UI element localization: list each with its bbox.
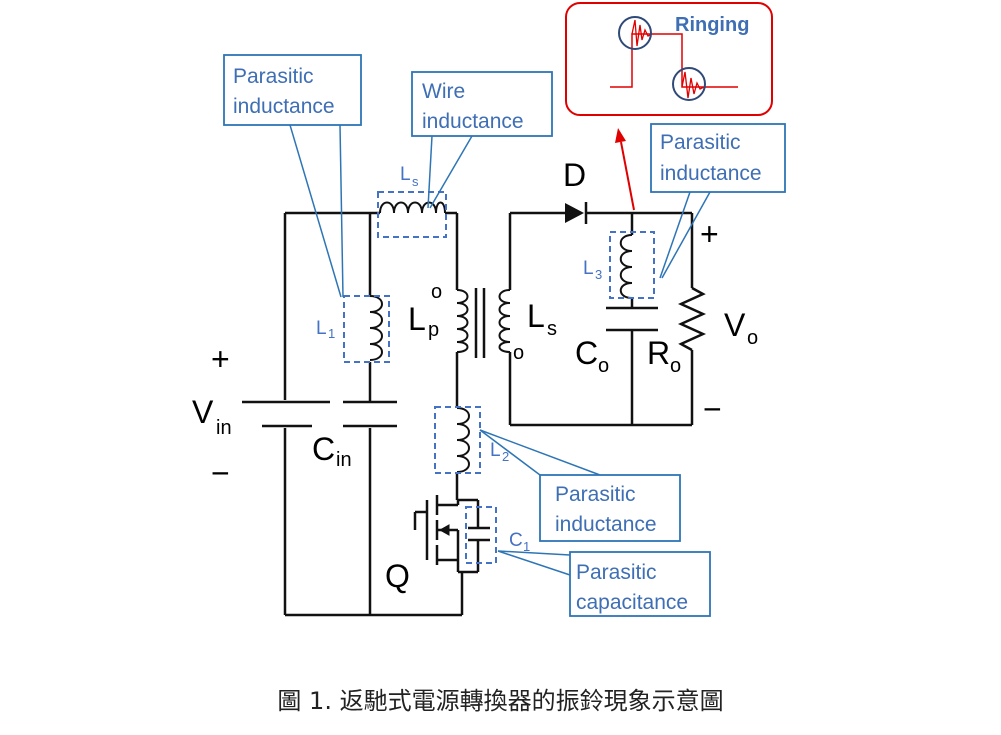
svg-text:C: C [509, 530, 523, 551]
svg-text:p: p [428, 319, 439, 341]
svg-text:in: in [216, 417, 232, 439]
svg-text:Q: Q [385, 558, 410, 594]
lp-primary-winding [456, 289, 469, 353]
label-cin: C in [312, 431, 352, 471]
label-l3: L 3 [583, 258, 602, 282]
ls-secondary-winding [498, 289, 511, 353]
svg-text:o: o [513, 342, 524, 364]
svg-text:C: C [312, 431, 335, 467]
svg-text:Wire: Wire [422, 80, 465, 103]
svg-text:capacitance: capacitance [576, 591, 688, 614]
svg-text:R: R [647, 335, 670, 371]
svg-text:inductance: inductance [422, 110, 524, 133]
svg-text:L: L [400, 164, 411, 185]
label-q: Q [385, 558, 410, 594]
label-lp: L p o [408, 281, 442, 341]
label-co: C o [575, 335, 609, 377]
callout-parasitic-l2: Parasitic inductance [539, 474, 681, 542]
diode-d [565, 202, 588, 224]
svg-text:V: V [724, 307, 746, 343]
label-ls-secondary: L s o [513, 298, 557, 364]
label-c1: C 1 [509, 530, 530, 554]
mosfet-q [413, 495, 478, 615]
l1-dashed-box [343, 295, 390, 363]
vin-source [242, 400, 330, 428]
ringing-label: Ringing [675, 14, 749, 36]
svg-text:L: L [583, 258, 594, 279]
svg-text:o: o [747, 327, 758, 349]
l2-dashed-box [434, 406, 481, 474]
c1-capacitor [468, 500, 490, 572]
secondary-wires [508, 211, 694, 427]
figure-caption: 圖 1. 返馳式電源轉換器的振鈴現象示意圖 [277, 687, 724, 715]
svg-text:Parasitic: Parasitic [576, 561, 657, 584]
vo-minus-sign: − [703, 391, 722, 427]
label-ro: R o [647, 335, 681, 377]
label-ls-wire: L s [400, 164, 419, 189]
l2-inductor [456, 407, 470, 473]
l3-dashed-box [609, 231, 655, 299]
ringing-arrow [615, 128, 635, 211]
l1-inductor [369, 295, 383, 361]
label-vin: V in [192, 394, 232, 439]
svg-text:L: L [316, 318, 327, 339]
svg-text:D: D [563, 157, 586, 193]
co-capacitor [606, 306, 658, 332]
ringing-waveform [610, 16, 738, 101]
primary-wires [283, 211, 462, 617]
callout-parasitic-c1: Parasitic capacitance [569, 551, 711, 617]
svg-text:3: 3 [595, 267, 602, 282]
svg-text:2: 2 [502, 449, 509, 464]
svg-text:o: o [598, 355, 609, 377]
vin-plus-sign: + [211, 341, 230, 377]
svg-text:s: s [547, 318, 557, 340]
label-l1: L 1 [316, 318, 335, 341]
svg-text:V: V [192, 394, 214, 430]
callout-parasitic-l3: Parasitic inductance [650, 123, 786, 193]
callout-wire-inductance: Wire inductance [411, 71, 553, 137]
c1-dashed-box [465, 506, 497, 564]
svg-text:o: o [670, 355, 681, 377]
vo-plus-sign: + [700, 216, 719, 252]
svg-text:inductance: inductance [660, 162, 762, 185]
svg-text:o: o [431, 281, 442, 303]
svg-text:Parasitic: Parasitic [233, 65, 314, 88]
svg-text:C: C [575, 335, 598, 371]
svg-text:1: 1 [523, 539, 530, 554]
svg-text:L: L [527, 298, 545, 334]
svg-text:inductance: inductance [555, 513, 657, 536]
ls-wire-dashed-box [377, 191, 447, 238]
svg-text:L: L [490, 440, 501, 461]
svg-text:s: s [412, 174, 419, 189]
svg-text:in: in [336, 449, 352, 471]
svg-text:inductance: inductance [233, 95, 335, 118]
svg-text:1: 1 [328, 326, 335, 341]
label-vo: V o [724, 307, 758, 349]
svg-text:Parasitic: Parasitic [555, 483, 636, 506]
callout-parasitic-l1: Parasitic inductance [223, 54, 362, 126]
ro-resistor [677, 286, 707, 352]
ls-wire-inductor [379, 201, 446, 214]
vin-minus-sign: − [211, 455, 230, 491]
label-diode: D [563, 157, 586, 193]
svg-text:L: L [408, 301, 426, 337]
svg-text:Parasitic: Parasitic [660, 131, 741, 154]
l3-inductor [619, 234, 633, 299]
callout-lines [289, 124, 711, 576]
cin-capacitor [343, 400, 397, 428]
label-l2: L 2 [490, 440, 509, 464]
